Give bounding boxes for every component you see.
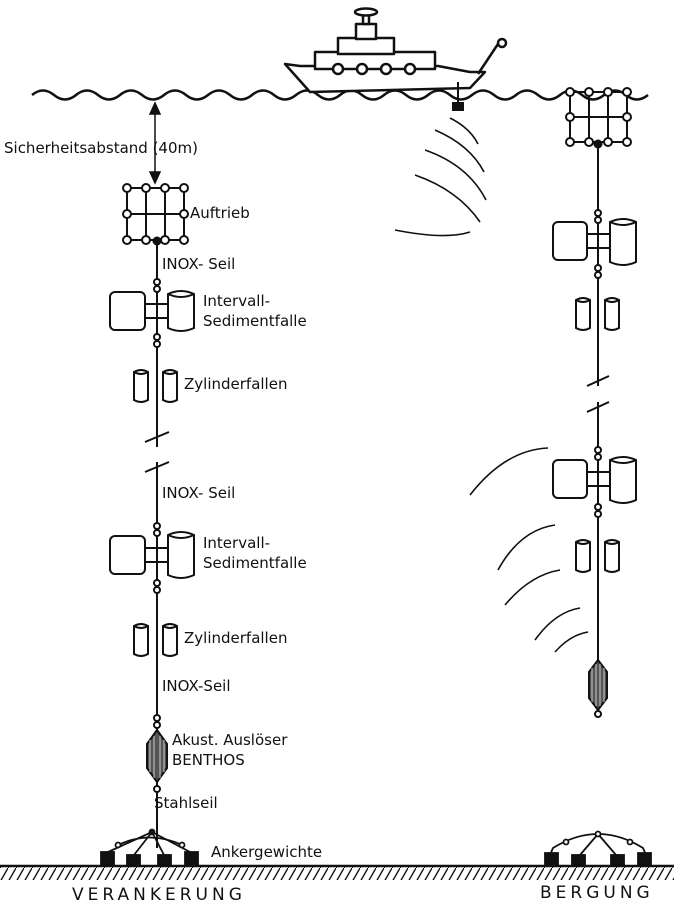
anchor-weights-icon <box>544 830 652 867</box>
cylinder-traps-icon <box>575 297 620 331</box>
acoustic-release-label-line1: Akust. Auslöser <box>172 731 288 749</box>
ship-icon <box>283 7 508 94</box>
mooring-caption: VERANKERUNG <box>72 885 246 905</box>
anchor-weights-label: Ankergewichte <box>211 843 323 861</box>
interval-trap-label-line1: Intervall- <box>203 292 271 310</box>
buoyancy-float-icon <box>565 87 632 149</box>
sea-surface-wave <box>31 89 649 101</box>
acoustic-signal-arcs <box>394 117 487 237</box>
acoustic-release-icon <box>588 658 608 718</box>
safety-distance-label: Sicherheitsabstand (40m) <box>4 139 198 157</box>
recovery-caption: BERGUNG <box>540 883 654 903</box>
sea-floor <box>0 864 674 880</box>
interval-trap-label-line2: Sedimentfalle <box>203 554 307 572</box>
interval-trap-label: Intervall- Sedimentfalle <box>203 533 307 573</box>
cylinder-traps-label: Zylinderfallen <box>184 375 288 393</box>
buoyancy-label: Auftrieb <box>190 204 250 222</box>
buoyancy-float-icon <box>122 183 189 246</box>
inox-rope-label: INOX- Seil <box>162 255 236 273</box>
interval-trap-label-line1: Intervall- <box>203 534 271 552</box>
sediment-trap-icon <box>109 522 195 594</box>
cylinder-traps-icon <box>575 539 620 573</box>
cylinder-traps-icon <box>133 623 178 657</box>
cylinder-traps-icon <box>133 369 178 403</box>
interval-trap-label: Intervall- Sedimentfalle <box>203 291 307 331</box>
cylinder-traps-label: Zylinderfallen <box>184 629 288 647</box>
sediment-trap-icon <box>109 278 195 348</box>
acoustic-release-icon <box>146 714 168 793</box>
acoustic-signal-arcs <box>469 447 589 653</box>
inox-rope-label: INOX- Seil <box>162 484 236 502</box>
acoustic-release-label: Akust. Auslöser BENTHOS <box>172 730 287 770</box>
acoustic-release-label-line2: BENTHOS <box>172 751 245 769</box>
inox-rope-label: INOX-Seil <box>162 677 231 695</box>
safety-distance-arrow <box>148 101 162 185</box>
sediment-trap-icon <box>552 209 637 279</box>
interval-trap-label-line2: Sedimentfalle <box>203 312 307 330</box>
hydrophone-icon <box>452 82 464 111</box>
steel-rope-label: Stahlseil <box>154 794 218 812</box>
sediment-trap-icon <box>552 446 637 518</box>
anchor-weights-icon <box>100 828 199 867</box>
